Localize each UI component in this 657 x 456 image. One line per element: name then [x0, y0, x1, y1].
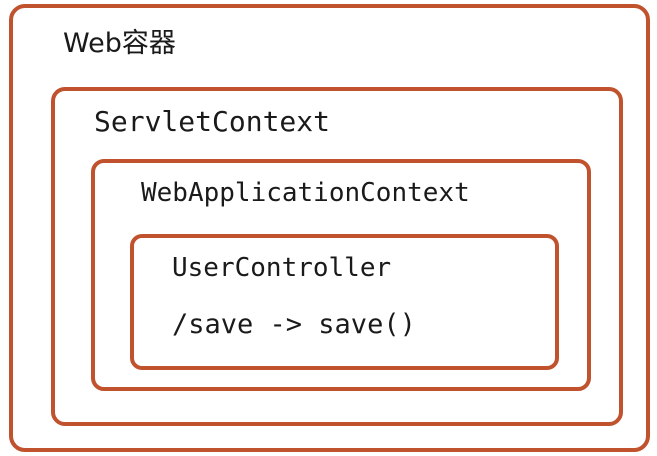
box-web-application-context: WebApplicationContext UserController /sa…	[91, 159, 591, 391]
box-label-web-application-context: WebApplicationContext	[141, 178, 470, 208]
box-label-servlet-context: ServletContext	[94, 105, 331, 138]
box-label-web-container: Web容器	[63, 28, 176, 59]
box-label-user-controller: UserController	[172, 253, 392, 283]
box-label-save-mapping: /save -> save()	[172, 309, 416, 340]
box-servlet-context: ServletContext WebApplicationContext Use…	[51, 87, 623, 426]
box-web-container: Web容器 ServletContext WebApplicationConte…	[9, 4, 650, 452]
box-user-controller: UserController /save -> save()	[130, 234, 559, 370]
